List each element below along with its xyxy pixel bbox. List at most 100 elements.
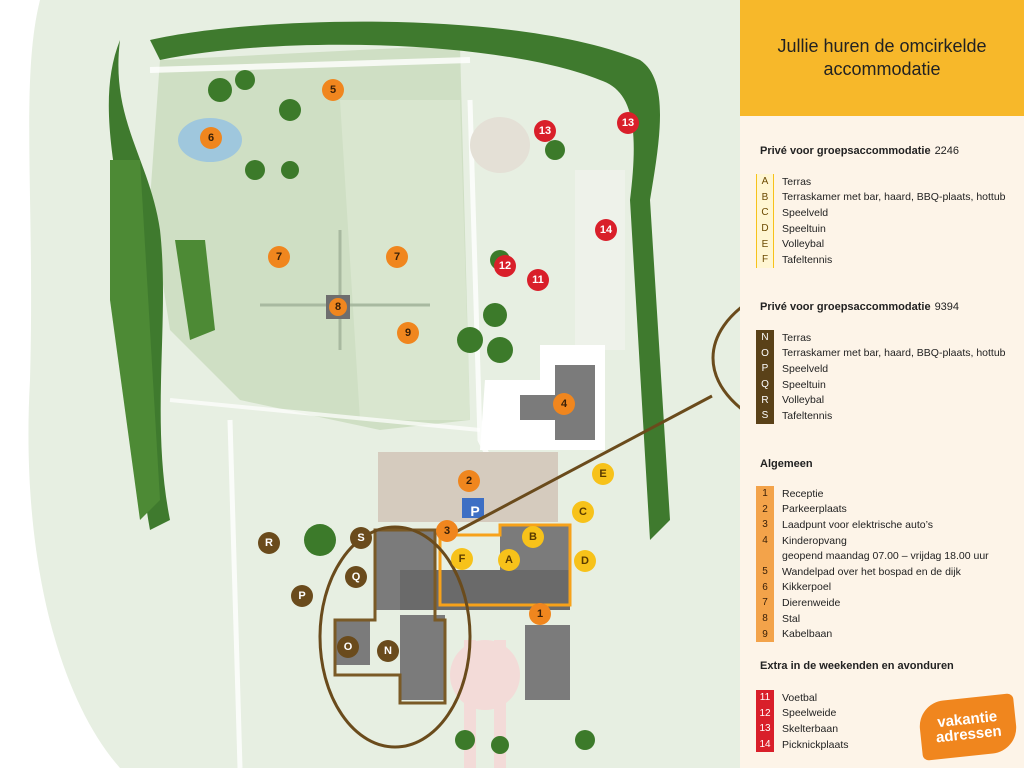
park-map <box>28 0 740 768</box>
legend-label: Receptie <box>782 487 824 500</box>
legend-code: R <box>756 392 774 408</box>
legend-code: 4 <box>756 532 774 549</box>
map-marker: F <box>451 548 473 570</box>
map-marker: 5 <box>322 79 344 101</box>
legend-label: Kikkerpoel <box>782 581 832 594</box>
legend-label: Terras <box>782 331 812 344</box>
header-line-2: accommodatie <box>823 59 941 79</box>
legend-label: Speelveld <box>782 206 829 219</box>
legend-label: Speeltuin <box>782 378 826 391</box>
legend-label: Terraskamer met bar, haard, BBQ-plaats, … <box>782 347 1006 360</box>
general-title: Algemeen <box>760 458 813 470</box>
legend-row: 14 Picknickplaats <box>756 736 849 753</box>
legend-row: Q Speeltuin <box>756 376 1006 393</box>
legend-label: Wandelpad over het bospad en de dijk <box>782 565 961 578</box>
legend-label: Speelveld <box>782 362 829 375</box>
legend-row: P Speelveld <box>756 361 1006 377</box>
legend-row: geopend maandag 07.00 – vrijdag 18.00 uu… <box>756 548 989 564</box>
legend-code: F <box>756 251 774 268</box>
legend-row: 9 Kabelbaan <box>756 626 989 642</box>
legend-header: Jullie huren de omcirkelde accommodatie <box>740 0 1024 116</box>
legend-code: 7 <box>756 595 774 611</box>
map-marker: 3 <box>436 520 458 542</box>
legend-row: D Speeltuin <box>756 220 1006 237</box>
map-marker: 4 <box>553 393 575 415</box>
map-marker: Q <box>345 566 367 588</box>
header-line-1: Jullie huren de omcirkelde <box>777 36 987 56</box>
map-marker: 9 <box>397 322 419 344</box>
legend-code: E <box>756 236 774 252</box>
legend-code: 6 <box>756 579 774 596</box>
legend-code: 12 <box>756 705 774 722</box>
map-background <box>28 0 740 768</box>
legend-code: 2 <box>756 501 774 518</box>
legend-row: 2 Parkeerplaats <box>756 501 989 518</box>
legend-code: D <box>756 220 774 237</box>
legend-row: 6 Kikkerpoel <box>756 579 989 596</box>
legend-row: 7 Dierenweide <box>756 595 989 611</box>
legend-label: Kabelbaan <box>782 628 833 641</box>
map-marker: 1 <box>529 603 551 625</box>
legend-label: Volleybal <box>782 238 825 251</box>
legend-label: Speeltuin <box>782 222 826 235</box>
legend-code: P <box>756 361 774 377</box>
legend-code: 9 <box>756 626 774 642</box>
extra-title: Extra in de weekenden en avonduren <box>760 660 954 672</box>
map-marker: 14 <box>595 219 617 241</box>
legend-label: Stal <box>782 612 801 625</box>
map-marker: O <box>337 636 359 658</box>
parking-icon: P <box>470 503 480 519</box>
map-marker: 13 <box>534 120 556 142</box>
legend-label: Speelweide <box>782 707 837 720</box>
legend-code: 13 <box>756 721 774 737</box>
legend-code: 11 <box>756 690 774 706</box>
legend-row: 8 Stal <box>756 610 989 627</box>
legend-label: Dierenweide <box>782 596 841 609</box>
map-marker: E <box>592 463 614 485</box>
legend-code: 1 <box>756 486 774 502</box>
legend-label: Skelterbaan <box>782 722 839 735</box>
legend-code: 8 <box>756 610 774 627</box>
legend-label: geopend maandag 07.00 – vrijdag 18.00 uu… <box>782 550 989 563</box>
legend-code: 14 <box>756 736 774 753</box>
legend-row: 4 Kinderopvang <box>756 532 989 549</box>
legend-label: Terraskamer met bar, haard, BBQ-plaats, … <box>782 191 1006 204</box>
map-marker: D <box>574 550 596 572</box>
legend-code: C <box>756 205 774 221</box>
map-marker: C <box>572 501 594 523</box>
legend-label: Laadpunt voor elektrische auto’s <box>782 518 933 531</box>
map-marker: A <box>498 549 520 571</box>
legend-row: 12 Speelweide <box>756 705 849 722</box>
map-marker: 8 <box>326 295 350 319</box>
legend-label: Parkeerplaats <box>782 503 847 516</box>
legend-label: Picknickplaats <box>782 738 849 751</box>
legend-label: Terras <box>782 175 812 188</box>
map-marker: 2 <box>458 470 480 492</box>
map-marker: 12 <box>494 255 516 277</box>
legend-row: O Terraskamer met bar, haard, BBQ-plaats,… <box>756 345 1006 362</box>
legend-panel: Jullie huren de omcirkelde accommodatie <box>740 0 1024 768</box>
legend-code: Q <box>756 376 774 393</box>
map-marker: R <box>258 532 280 554</box>
map-marker: 7 <box>268 246 290 268</box>
map-marker: S <box>350 527 372 549</box>
legend-code: O <box>756 345 774 362</box>
legend-code: 5 <box>756 563 774 580</box>
legend-code: B <box>756 189 774 206</box>
legend-row: C Speelveld <box>756 205 1006 221</box>
legend-code: S <box>756 407 774 424</box>
legend-row: B Terraskamer met bar, haard, BBQ-plaats,… <box>756 189 1006 206</box>
legend-label: Tafeltennis <box>782 409 833 422</box>
legend-code: N <box>756 330 774 346</box>
legend-row: 5 Wandelpad over het bospad en de dijk <box>756 563 989 580</box>
legend-label: Kinderopvang <box>782 534 847 547</box>
